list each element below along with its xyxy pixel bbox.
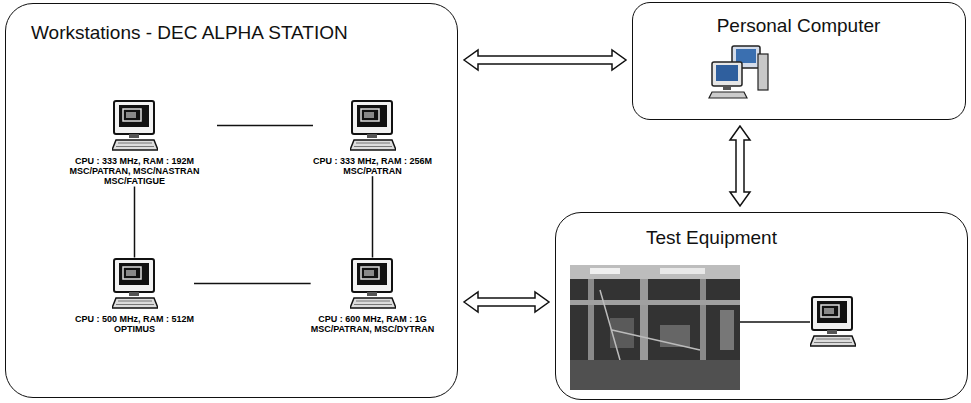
workstation-group: Workstations - DEC ALPHA STATION CPU : 33… bbox=[5, 3, 458, 398]
software-caption: MSC/PATRAN, MSC/DYTRAN bbox=[311, 324, 435, 334]
cable-line bbox=[740, 321, 810, 323]
link-line bbox=[372, 176, 374, 257]
link-line bbox=[194, 283, 311, 285]
software-caption: OPTIMUS bbox=[75, 324, 194, 334]
workstation-node: CPU : 500 MHz, RAM : 512MOPTIMUS bbox=[75, 258, 194, 335]
test-rig-photo bbox=[570, 265, 740, 390]
link-line bbox=[134, 187, 136, 258]
test-equipment-box: Test Equipment bbox=[555, 212, 968, 400]
workstation-icon bbox=[112, 259, 158, 308]
spec-caption: CPU : 600 MHz, RAM : 1G bbox=[311, 314, 435, 324]
software-caption: MSC/PATRAN, MSC/NASTRAN MSC/FATIGUE bbox=[52, 166, 217, 187]
workstation-node: CPU : 600 MHz, RAM : 1GMSC/PATRAN, MSC/D… bbox=[311, 258, 435, 335]
software-caption: MSC/PATRAN bbox=[313, 166, 432, 176]
pc-pair-icon bbox=[709, 46, 768, 98]
spec-caption: CPU : 333 MHz, RAM : 192M bbox=[52, 156, 217, 166]
controller-pc-icon bbox=[810, 297, 856, 346]
link-line bbox=[217, 125, 313, 127]
spec-caption: CPU : 500 MHz, RAM : 512M bbox=[75, 314, 194, 324]
workstation-node: CPU : 333 MHz, RAM : 192MMSC/PATRAN, MSC… bbox=[52, 100, 217, 187]
workstation-node: CPU : 333 MHz, RAM : 256MMSC/PATRAN bbox=[313, 100, 432, 177]
double-arrow bbox=[730, 126, 750, 206]
spec-caption: CPU : 333 MHz, RAM : 256M bbox=[313, 156, 432, 166]
group-title: Workstations - DEC ALPHA STATION bbox=[31, 22, 348, 44]
group-title: Test Equipment bbox=[646, 227, 777, 249]
pc-box: Personal Computer bbox=[632, 2, 966, 120]
group-title: Personal Computer bbox=[717, 15, 881, 37]
workstation-icon bbox=[350, 101, 396, 150]
workstation-icon bbox=[112, 101, 158, 150]
double-arrow bbox=[464, 292, 549, 312]
workstation-icon bbox=[350, 259, 396, 308]
double-arrow bbox=[464, 50, 626, 70]
